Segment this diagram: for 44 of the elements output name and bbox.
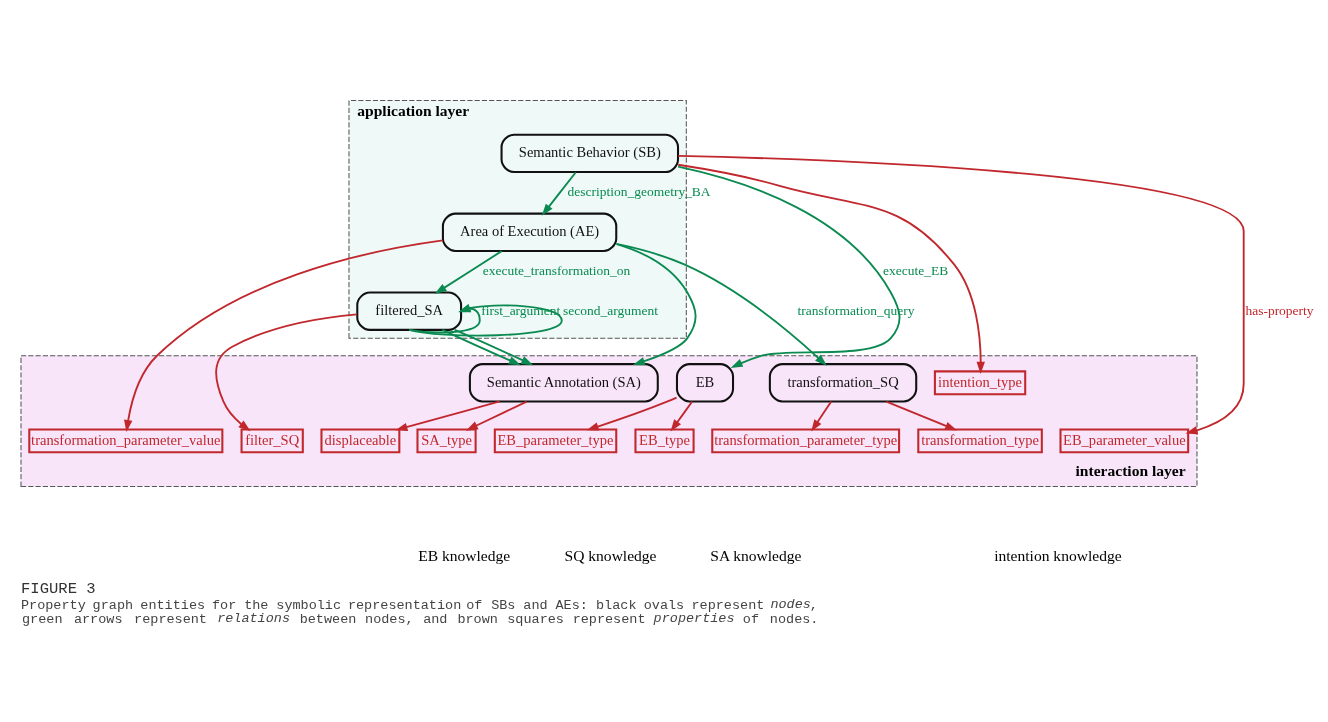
- node-box: Area of Execution (AE): [441, 212, 618, 252]
- arrow: [434, 249, 503, 294]
- arrow: [885, 400, 958, 430]
- node-box: SA_type: [416, 427, 477, 453]
- edge-label: description_geometry_BA: [567, 183, 711, 199]
- edge-label: execute_transformation_on: [482, 262, 631, 278]
- label: SQ knowledge: [564, 546, 657, 564]
- arrow: [811, 400, 833, 432]
- arrow: [677, 163, 985, 374]
- arrow: [465, 400, 528, 431]
- arrow: [670, 400, 694, 432]
- arrow: [677, 154, 1245, 434]
- node-box: transformation_SQ: [768, 362, 918, 402]
- arrow: [615, 242, 827, 366]
- arrow: [215, 312, 358, 431]
- arrow: [395, 400, 501, 431]
- node-box: filter_SQ: [240, 427, 304, 453]
- arrow: [453, 328, 534, 365]
- diagram-title: FIGURE 3: [20, 579, 96, 598]
- node-box: filtered_SA: [356, 290, 463, 331]
- arrow: [586, 396, 678, 431]
- edge-label: second_argument: [563, 302, 658, 318]
- arrow: [615, 242, 697, 365]
- label: SA knowledge: [710, 546, 802, 564]
- node-box: transformation_parameter_type: [711, 427, 901, 453]
- edge-label: has-property: [1245, 302, 1314, 318]
- node-box: transformation_type: [917, 427, 1043, 453]
- arrow: [124, 238, 444, 432]
- label: intention knowledge: [994, 546, 1122, 564]
- node-box: EB_parameter_value: [1059, 427, 1190, 453]
- node-box: EB: [675, 362, 735, 402]
- node-box: transformation_parameter_value: [28, 427, 224, 453]
- arrow: [677, 165, 901, 368]
- node-box: Semantic Behavior (SB): [500, 133, 680, 173]
- edge-label: execute_EB: [883, 262, 949, 278]
- caption: Property graph entities for the symbolic representation of SBs and AEs: black ovals represent nodes, green arrows represent relations between nodes, and brown squares represent properties of nodes.: [20, 596, 819, 627]
- node-box: EB_parameter_type: [493, 427, 618, 453]
- node-box: displaceable: [320, 427, 401, 453]
- label: EB knowledge: [418, 546, 511, 564]
- node-box: intention_type: [933, 369, 1027, 395]
- node-box: Semantic Annotation (SA): [468, 362, 659, 402]
- node-box: EB_type: [634, 427, 695, 453]
- arrow: [541, 170, 577, 216]
- arrow: [441, 328, 521, 365]
